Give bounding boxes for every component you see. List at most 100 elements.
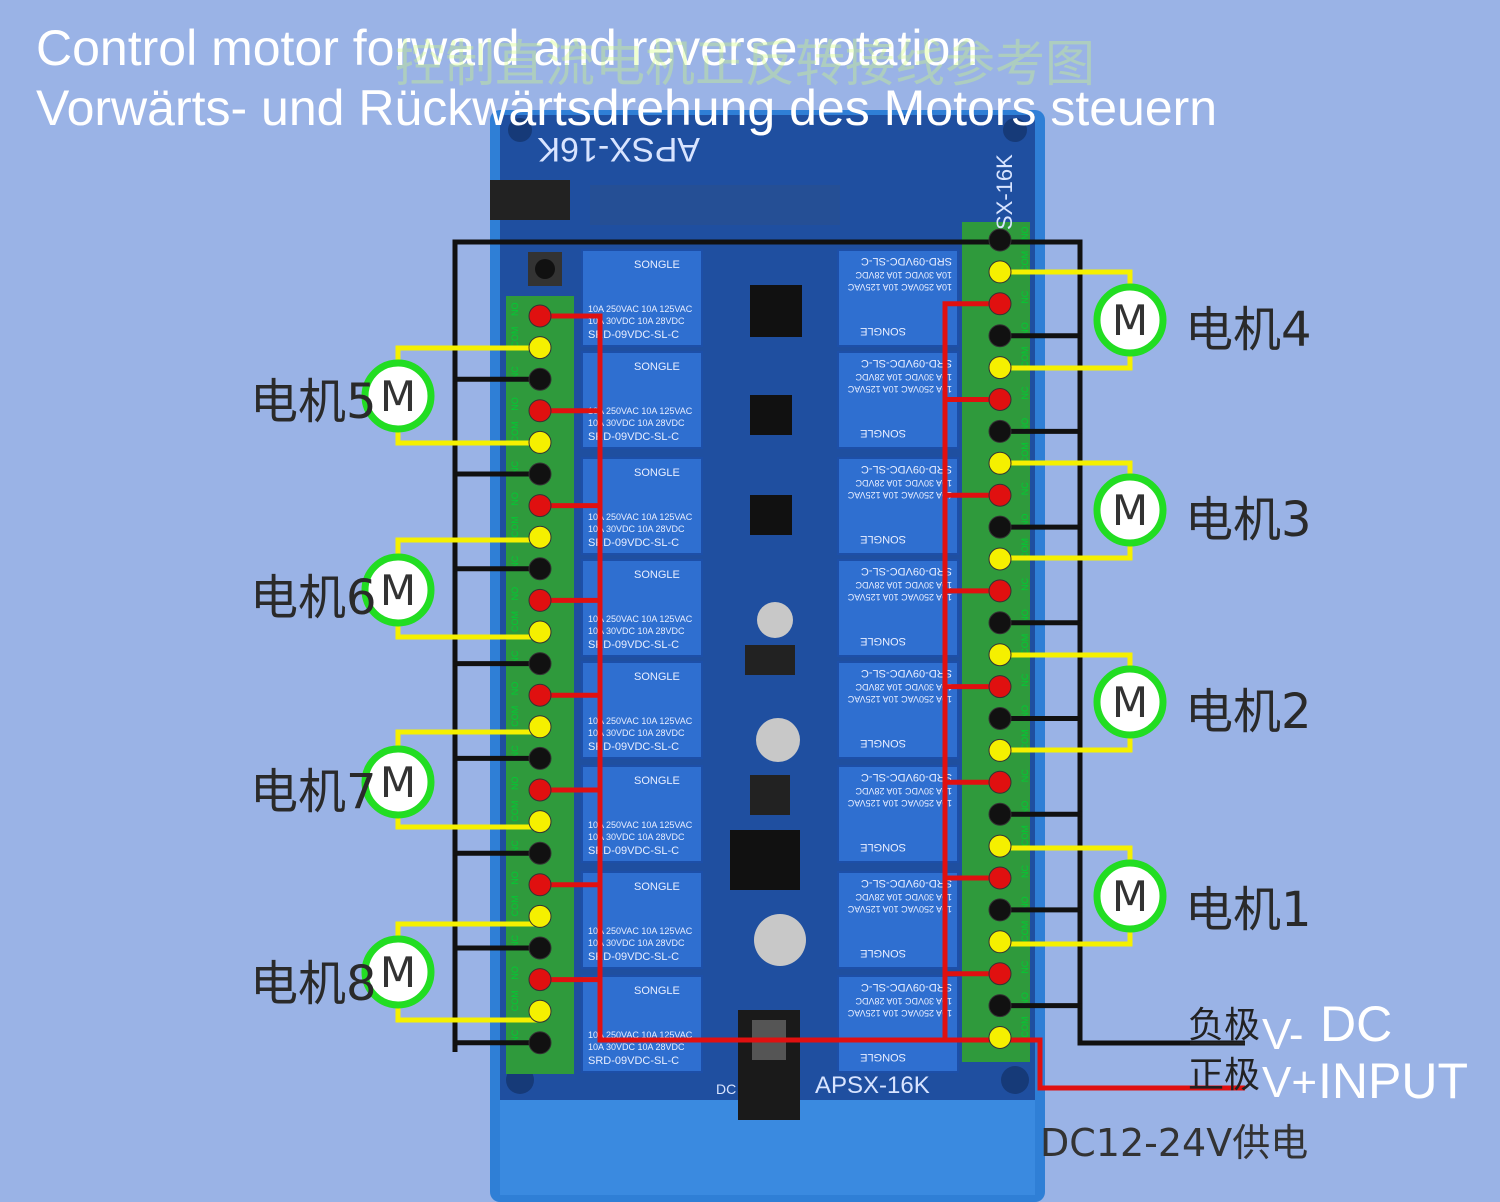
motor-ring bbox=[1093, 859, 1167, 933]
terminal-dot bbox=[988, 451, 1012, 475]
relay-brand: SONGLE bbox=[634, 467, 680, 479]
relay-rating: 10A 30VDC 10A 28VDC bbox=[588, 418, 685, 428]
terminal-label: COM bbox=[510, 895, 520, 916]
relay-rating: 10A 250VAC 10A 125VAC bbox=[847, 490, 952, 500]
relay-model: SRD-09VDC-SL-C bbox=[588, 741, 679, 753]
terminal-dot bbox=[988, 611, 1012, 635]
motor-label-8: 电机8 bbox=[250, 956, 377, 1012]
board-model-top: APSX-16K bbox=[537, 130, 700, 168]
motor-ring bbox=[361, 935, 435, 1009]
terminal-label: NO bbox=[510, 587, 520, 601]
relay-model: SRD-09VDC-SL-C bbox=[861, 981, 952, 993]
relay-brand: SONGLE bbox=[634, 569, 680, 581]
motor-label-5: 电机5 bbox=[250, 374, 377, 430]
motor-lead-wire bbox=[395, 537, 540, 555]
relay-body bbox=[837, 457, 959, 555]
terminal-label: NC bbox=[1020, 577, 1030, 590]
relay-rating: 10A 250VAC 10A 125VAC bbox=[588, 926, 693, 936]
motor-lead-wire bbox=[1000, 845, 1133, 861]
terminal-dot bbox=[988, 962, 1012, 986]
motor-letter: M bbox=[1112, 678, 1148, 727]
neg-v-label: V- bbox=[1262, 1010, 1304, 1059]
terminal-label: NO bbox=[1020, 609, 1030, 623]
inductor bbox=[750, 775, 790, 815]
terminal-label: NO bbox=[1020, 705, 1030, 719]
terminal-dot bbox=[988, 898, 1012, 922]
terminal-label: NC bbox=[510, 840, 520, 853]
board-model-bottom: APSX-16K bbox=[815, 1072, 930, 1099]
relay: SONGLE 10A 250VAC 10A 125VAC 10A 30VDC 10A… bbox=[837, 457, 959, 555]
dc-label: DC bbox=[1320, 996, 1393, 1052]
motor-letter: M bbox=[1112, 486, 1148, 535]
motor-ring bbox=[361, 553, 435, 627]
key-button-cap bbox=[535, 259, 555, 279]
relay-rating: 10A 30VDC 10A 28VDC bbox=[855, 478, 952, 488]
wiring bbox=[395, 228, 1245, 1091]
terminal-dot bbox=[988, 547, 1012, 571]
relay-body bbox=[837, 765, 959, 863]
relay-rating: 10A 30VDC 10A 28VDC bbox=[855, 372, 952, 382]
motor-lead-wire bbox=[1000, 737, 1133, 753]
relay-brand: SONGLE bbox=[634, 881, 680, 893]
motor-lead-wire bbox=[395, 625, 540, 640]
relay-brand: SONGLE bbox=[634, 259, 680, 271]
motor-label-2: 电机2 bbox=[1185, 684, 1312, 740]
terminal-label: NO bbox=[510, 492, 520, 506]
relay-model: SRD-09VDC-SL-C bbox=[588, 845, 679, 857]
motor-letter: M bbox=[380, 372, 416, 421]
relay-brand: SONGLE bbox=[860, 1051, 906, 1063]
relay-rating: 10A 30VDC 10A 28VDC bbox=[588, 728, 685, 738]
terminal-dot bbox=[528, 1031, 552, 1055]
terminal-label: NO bbox=[510, 966, 520, 980]
relay-model: SRD-09VDC-SL-C bbox=[861, 877, 952, 889]
motor-label-6: 电机6 bbox=[250, 570, 377, 626]
relay-rating: 10A 250VAC 10A 125VAC bbox=[847, 694, 952, 704]
terminal-label: NO bbox=[510, 303, 520, 317]
terminal-label: COM bbox=[510, 990, 520, 1011]
terminal-dot bbox=[528, 430, 552, 454]
terminal-label: COM bbox=[510, 421, 520, 442]
relay-brand: SONGLE bbox=[634, 671, 680, 683]
motor-letter: M bbox=[1112, 872, 1148, 921]
relay-brand: SONGLE bbox=[860, 533, 906, 545]
mcu-chip bbox=[750, 285, 802, 337]
motor-symbol: M bbox=[1093, 473, 1167, 547]
motor-lead-wire bbox=[395, 921, 540, 937]
motor-ring bbox=[361, 359, 435, 433]
terminal-label: NO bbox=[1020, 322, 1030, 336]
pos-cn-label: 正极 bbox=[1188, 1055, 1261, 1096]
motor-symbol: M bbox=[1093, 859, 1167, 933]
relay-rating: 10A 250VAC 10A 125VAC bbox=[588, 1030, 693, 1040]
capacitor bbox=[754, 914, 806, 966]
relay-brand: SONGLE bbox=[634, 775, 680, 787]
terminal-label: NO bbox=[510, 682, 520, 696]
terminal-dot bbox=[528, 778, 552, 802]
mount-hole bbox=[508, 118, 532, 142]
input-label: INPUT bbox=[1318, 1053, 1468, 1109]
terminal-label: NC bbox=[510, 935, 520, 948]
motor-letter: M bbox=[380, 758, 416, 807]
relay-rating: 10A 30VDC 10A 28VDC bbox=[588, 832, 685, 842]
motor-lead-wire bbox=[1000, 460, 1133, 475]
title-english: Control motor forward and reverse rotati… bbox=[36, 20, 979, 76]
relay-model: SRD-09VDC-SL-C bbox=[588, 431, 679, 443]
relay-model: SRD-09VDC-SL-C bbox=[588, 329, 679, 341]
terminal-label: NC bbox=[1020, 482, 1030, 495]
motor-lead-wire bbox=[1000, 652, 1133, 667]
relay-brand: SONGLE bbox=[860, 737, 906, 749]
capacitor bbox=[757, 602, 793, 638]
motor-lead-wire bbox=[1000, 269, 1133, 285]
relay-rating: 10A 250VAC 10A 125VAC bbox=[588, 614, 693, 624]
terminal-label: NC bbox=[1020, 865, 1030, 878]
supply-text: DC12-24V供电 bbox=[1040, 1121, 1309, 1165]
terminal-dot bbox=[528, 683, 552, 707]
terminal-label: NC bbox=[510, 461, 520, 474]
motor-symbol: M bbox=[361, 553, 435, 627]
relay-brand: SONGLE bbox=[634, 361, 680, 373]
terminal-dot bbox=[988, 770, 1012, 794]
regulator bbox=[745, 645, 795, 675]
terminal-dot bbox=[988, 707, 1012, 730]
